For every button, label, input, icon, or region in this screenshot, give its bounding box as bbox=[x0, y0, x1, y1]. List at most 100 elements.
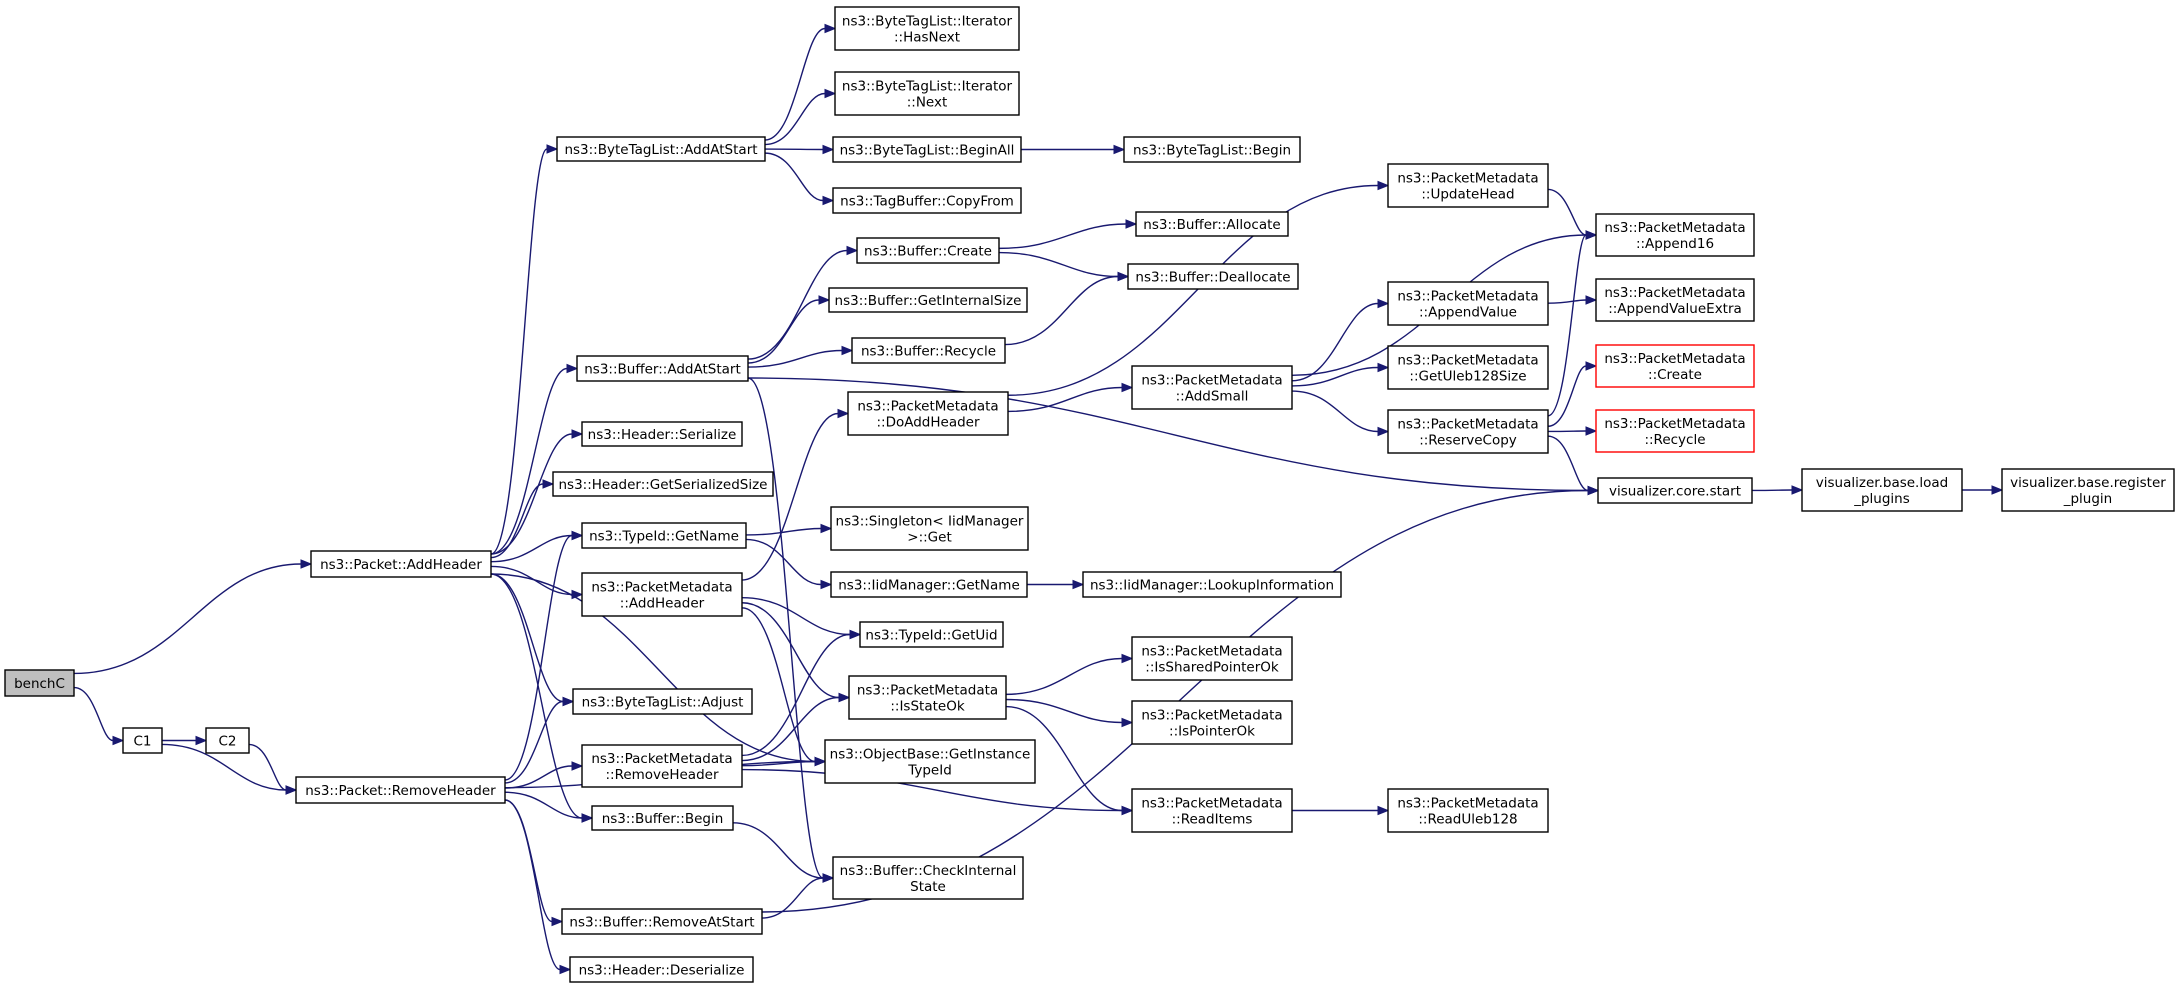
node-bench-c[interactable]: benchC bbox=[4, 669, 75, 697]
node-buffer-create[interactable]: ns3::Buffer::Create bbox=[856, 237, 1000, 264]
node-pm-reserve-copy[interactable]: ns3::PacketMetadata::ReserveCopy bbox=[1387, 409, 1549, 454]
node-c2[interactable]: C2 bbox=[205, 727, 250, 754]
node-pm-is-pointer-ok[interactable]: ns3::PacketMetadata::IsPointerOk bbox=[1131, 700, 1293, 745]
node-box[interactable] bbox=[1595, 213, 1755, 257]
node-pm-do-add-header[interactable]: ns3::PacketMetadata::DoAddHeader bbox=[847, 391, 1009, 436]
node-pm-create[interactable]: ns3::PacketMetadata::Create bbox=[1595, 344, 1755, 388]
node-box[interactable] bbox=[581, 572, 743, 617]
node-box[interactable] bbox=[1123, 136, 1301, 163]
node-buffer-recycle[interactable]: ns3::Buffer::Recycle bbox=[851, 337, 1006, 364]
node-box[interactable] bbox=[824, 739, 1036, 784]
node-box[interactable] bbox=[1387, 163, 1549, 208]
node-type-id-get-name[interactable]: ns3::TypeId::GetName bbox=[581, 522, 747, 549]
node-pm-recycle[interactable]: ns3::PacketMetadata::Recycle bbox=[1595, 409, 1755, 453]
node-pm-remove-header[interactable]: ns3::PacketMetadata::RemoveHeader bbox=[581, 744, 743, 788]
node-box[interactable] bbox=[856, 237, 1000, 264]
node-header-get-serialized-size[interactable]: ns3::Header::GetSerializedSize bbox=[552, 471, 774, 497]
node-box[interactable] bbox=[832, 187, 1022, 214]
node-c1[interactable]: C1 bbox=[122, 727, 163, 754]
node-box[interactable] bbox=[1595, 409, 1755, 453]
node-pm-is-shared-pointer-ok[interactable]: ns3::PacketMetadata::IsSharedPointerOk bbox=[1131, 636, 1293, 681]
node-buffer-allocate[interactable]: ns3::Buffer::Allocate bbox=[1135, 211, 1289, 237]
node-pm-is-state-ok[interactable]: ns3::PacketMetadata::IsStateOk bbox=[848, 675, 1007, 720]
node-box[interactable] bbox=[205, 727, 250, 754]
node-buffer-get-internal-size[interactable]: ns3::Buffer::GetInternalSize bbox=[828, 287, 1028, 313]
node-btliter-has-next[interactable]: ns3::ByteTagList::Iterator::HasNext bbox=[834, 6, 1020, 51]
node-box[interactable] bbox=[295, 776, 506, 804]
node-vis-base-register-plugin[interactable]: visualizer.base.register_plugin bbox=[2001, 468, 2175, 512]
node-box[interactable] bbox=[581, 421, 743, 447]
node-btl-add-at-start[interactable]: ns3::ByteTagList::AddAtStart bbox=[556, 136, 766, 162]
node-box[interactable] bbox=[581, 744, 743, 788]
node-box[interactable] bbox=[1131, 365, 1293, 410]
node-type-id-get-uid[interactable]: ns3::TypeId::GetUid bbox=[859, 621, 1004, 648]
node-box[interactable] bbox=[1127, 263, 1299, 290]
node-box[interactable] bbox=[561, 908, 763, 935]
node-box[interactable] bbox=[122, 727, 163, 754]
node-box[interactable] bbox=[552, 471, 774, 497]
node-box[interactable] bbox=[310, 550, 492, 578]
node-box[interactable] bbox=[556, 136, 766, 162]
node-box[interactable] bbox=[1597, 477, 1753, 504]
node-box[interactable] bbox=[859, 621, 1004, 648]
node-btlbegin-all[interactable]: ns3::ByteTagList::BeginAll bbox=[832, 136, 1022, 163]
node-box[interactable] bbox=[834, 71, 1020, 116]
node-box[interactable] bbox=[591, 805, 734, 831]
node-pm-update-head[interactable]: ns3::PacketMetadata::UpdateHead bbox=[1387, 163, 1549, 208]
node-iid-manager-lookup-information[interactable]: ns3::IidManager::LookupInformation bbox=[1082, 571, 1342, 598]
node-buffer-remove-at-start[interactable]: ns3::Buffer::RemoveAtStart bbox=[561, 908, 763, 935]
node-pm-read-uleb128[interactable]: ns3::PacketMetadata::ReadUleb128 bbox=[1387, 788, 1549, 833]
node-box[interactable] bbox=[569, 956, 754, 983]
node-box[interactable] bbox=[1801, 468, 1963, 512]
node-box[interactable] bbox=[576, 355, 749, 382]
node-iid-manager-get-name[interactable]: ns3::IidManager::GetName bbox=[830, 571, 1028, 598]
node-buffer-add-at-start[interactable]: ns3::Buffer::AddAtStart bbox=[576, 355, 749, 382]
node-header-deserialize[interactable]: ns3::Header::Deserialize bbox=[569, 956, 754, 983]
node-box[interactable] bbox=[1131, 788, 1293, 833]
node-btliter-next[interactable]: ns3::ByteTagList::Iterator::Next bbox=[834, 71, 1020, 116]
node-box[interactable] bbox=[4, 669, 75, 697]
node-box[interactable] bbox=[832, 856, 1024, 900]
node-pm-append-value[interactable]: ns3::PacketMetadata::AppendValue bbox=[1387, 281, 1549, 326]
node-btl-adjust[interactable]: ns3::ByteTagList::Adjust bbox=[572, 688, 753, 715]
node-box[interactable] bbox=[572, 688, 753, 715]
node-box[interactable] bbox=[1131, 636, 1293, 681]
node-box[interactable] bbox=[1082, 571, 1342, 598]
node-box[interactable] bbox=[848, 675, 1007, 720]
node-pm-add-header[interactable]: ns3::PacketMetadata::AddHeader bbox=[581, 572, 743, 617]
node-box[interactable] bbox=[1387, 281, 1549, 326]
node-pm-append16[interactable]: ns3::PacketMetadata::Append16 bbox=[1595, 213, 1755, 257]
node-buffer-deallocate[interactable]: ns3::Buffer::Deallocate bbox=[1127, 263, 1299, 290]
node-box[interactable] bbox=[1131, 700, 1293, 745]
node-box[interactable] bbox=[1387, 788, 1549, 833]
node-box[interactable] bbox=[828, 287, 1028, 313]
node-box[interactable] bbox=[832, 136, 1022, 163]
node-btlbegin[interactable]: ns3::ByteTagList::Begin bbox=[1123, 136, 1301, 163]
node-box[interactable] bbox=[1387, 345, 1549, 390]
node-pm-read-items[interactable]: ns3::PacketMetadata::ReadItems bbox=[1131, 788, 1293, 833]
node-box[interactable] bbox=[1135, 211, 1289, 237]
node-box[interactable] bbox=[2001, 468, 2175, 512]
node-vis-core-start[interactable]: visualizer.core.start bbox=[1597, 477, 1753, 504]
node-singleton-get[interactable]: ns3::Singleton< IidManager >::Get bbox=[830, 506, 1029, 551]
node-tag-buffer-copy-from[interactable]: ns3::TagBuffer::CopyFrom bbox=[832, 187, 1022, 214]
node-pm-add-small[interactable]: ns3::PacketMetadata::AddSmall bbox=[1131, 365, 1293, 410]
node-packet-remove-header[interactable]: ns3::Packet::RemoveHeader bbox=[295, 776, 506, 804]
node-box[interactable] bbox=[830, 506, 1029, 551]
node-box[interactable] bbox=[1595, 344, 1755, 388]
node-box[interactable] bbox=[1595, 278, 1755, 322]
node-box[interactable] bbox=[830, 571, 1028, 598]
node-box[interactable] bbox=[847, 391, 1009, 436]
node-box[interactable] bbox=[1387, 409, 1549, 454]
node-header-serialize[interactable]: ns3::Header::Serialize bbox=[581, 421, 743, 447]
node-pm-get-uleb128-size[interactable]: ns3::PacketMetadata::GetUleb128Size bbox=[1387, 345, 1549, 390]
node-pm-append-value-extra[interactable]: ns3::PacketMetadata::AppendValueExtra bbox=[1595, 278, 1755, 322]
node-box[interactable] bbox=[851, 337, 1006, 364]
node-packet-add-header[interactable]: ns3::Packet::AddHeader bbox=[310, 550, 492, 578]
node-box[interactable] bbox=[834, 6, 1020, 51]
node-vis-base-load-plugins[interactable]: visualizer.base.load_plugins bbox=[1801, 468, 1963, 512]
node-box[interactable] bbox=[581, 522, 747, 549]
node-buffer-begin[interactable]: ns3::Buffer::Begin bbox=[591, 805, 734, 831]
